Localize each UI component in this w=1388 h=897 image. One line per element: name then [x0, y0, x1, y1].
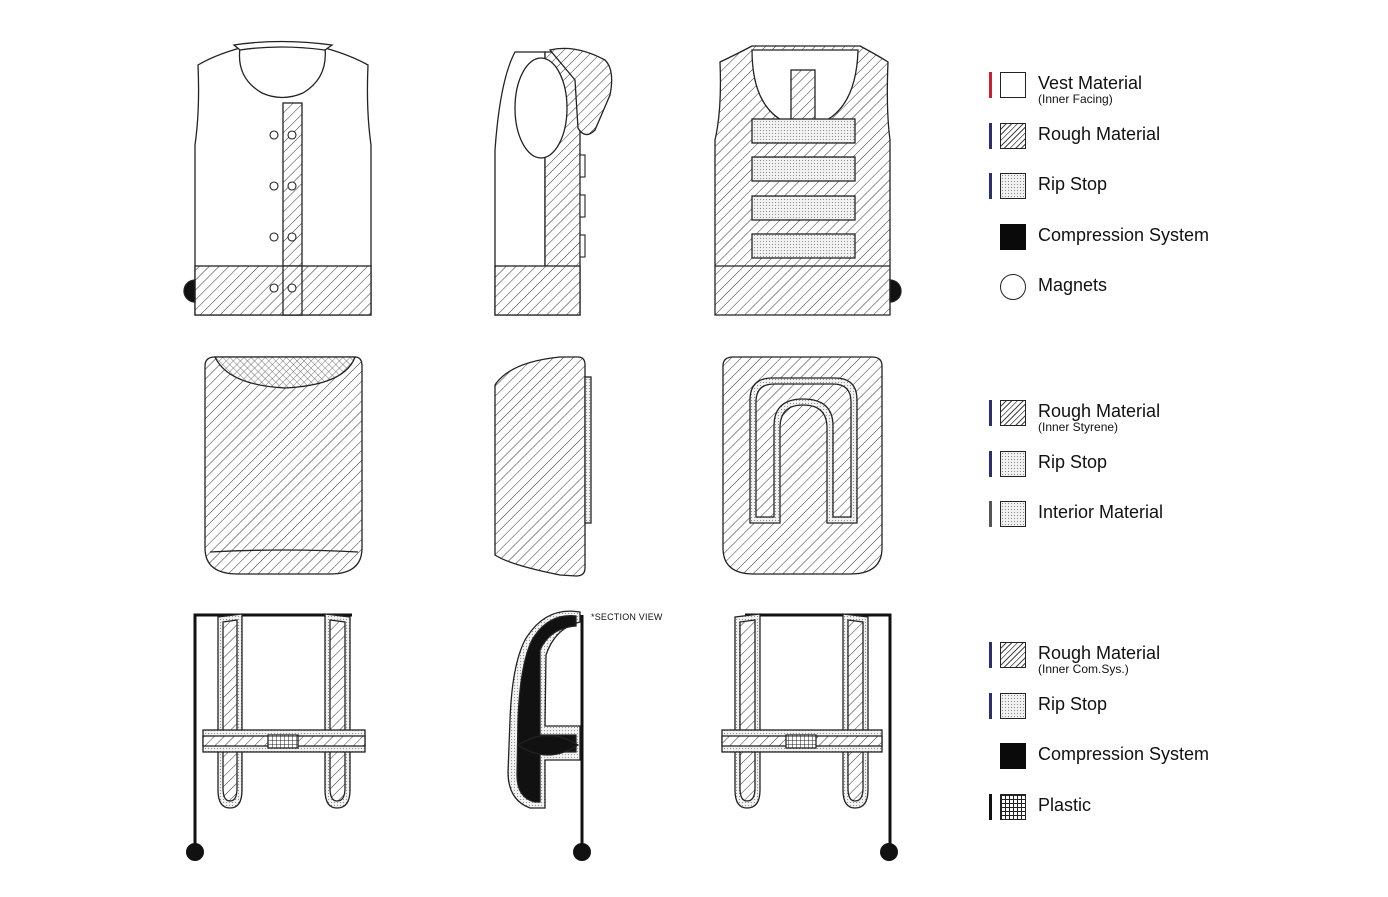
legend-label: Compression System: [1038, 744, 1210, 764]
rip-stop-panels: [751, 118, 856, 259]
legend-swatch-white: [1000, 72, 1026, 98]
legend-color-bar: [989, 450, 992, 477]
legend-item: Compression System: [986, 222, 1286, 252]
legend-swatch-solid: [1000, 223, 1026, 250]
legend-label: Rough Material: [1038, 401, 1161, 421]
legend-label: Rough Material: [1038, 123, 1161, 144]
magnet-dots: [269, 130, 297, 293]
legend-color-bar: [989, 400, 992, 426]
legend-label: Rip Stop: [1038, 451, 1108, 472]
legend-swatch-hatch: [1000, 642, 1026, 668]
section-view-note: *SECTION VIEW: [591, 612, 663, 622]
legend-swatch-dots: [1000, 173, 1026, 199]
legend-color-bar: [989, 122, 992, 149]
legend-sublabel: (Inner Styrene): [1038, 420, 1119, 434]
legend-label: Vest Material: [1038, 73, 1143, 93]
legend-item: Rough Material: [986, 121, 1286, 151]
legend-swatch-hatch: [1000, 122, 1026, 149]
legend-color-bar: [989, 173, 992, 199]
legend-item: Rip Stop: [986, 171, 1286, 201]
vest-back-view: [714, 45, 902, 316]
legend-label: Rip Stop: [1038, 174, 1108, 194]
legend-swatch-solid: [1000, 743, 1026, 769]
harness-front-view: [186, 613, 366, 861]
legend-color-bar: [989, 501, 992, 527]
vest-side-view: [494, 47, 613, 316]
legend-item: Magnets: [986, 272, 1286, 302]
legend-swatch-hatch: [1000, 400, 1026, 426]
legend-sublabel: (Inner Facing): [1038, 92, 1113, 106]
harness-section-view: [507, 610, 591, 861]
legend-item: Rough Material(Inner Com.Sys.): [986, 640, 1286, 676]
legend-swatch-dots: [1000, 501, 1026, 527]
legend-item: Interior Material: [986, 499, 1286, 529]
pad-side-view: [494, 356, 592, 577]
legend-color-bar: [989, 793, 992, 820]
legend-swatch-circle: [1000, 274, 1026, 300]
legend-item: Plastic: [986, 792, 1286, 822]
legend-label: Plastic: [1038, 794, 1092, 815]
legend-sublabel: (Inner Com.Sys.): [1038, 662, 1129, 676]
vest-front-view: [183, 40, 372, 316]
legend-label: Magnets: [1038, 275, 1108, 295]
legend-item: Compression System: [986, 741, 1286, 771]
legend-label: Rough Material: [1038, 643, 1161, 663]
legend-item: Vest Material(Inner Facing): [986, 70, 1286, 106]
legend-label: Rip Stop: [1038, 693, 1108, 714]
legend-label: Interior Material: [1038, 502, 1164, 522]
harness-back-view: [721, 613, 898, 861]
legend-item: Rough Material(Inner Styrene): [986, 398, 1286, 434]
legend-color-bar: [989, 72, 992, 98]
pad-front-view: [204, 356, 363, 575]
legend-item: Rip Stop: [986, 691, 1286, 721]
legend-color-bar: [989, 692, 992, 719]
legend-swatch-dots: [1000, 450, 1026, 477]
legend-item: Rip Stop: [986, 449, 1286, 479]
legend-color-bar: [989, 642, 992, 668]
legend-label: Compression System: [1038, 224, 1210, 245]
pad-back-view: [722, 356, 883, 575]
legend-swatch-dots: [1000, 692, 1026, 719]
legend-swatch-grid: [1000, 793, 1026, 820]
